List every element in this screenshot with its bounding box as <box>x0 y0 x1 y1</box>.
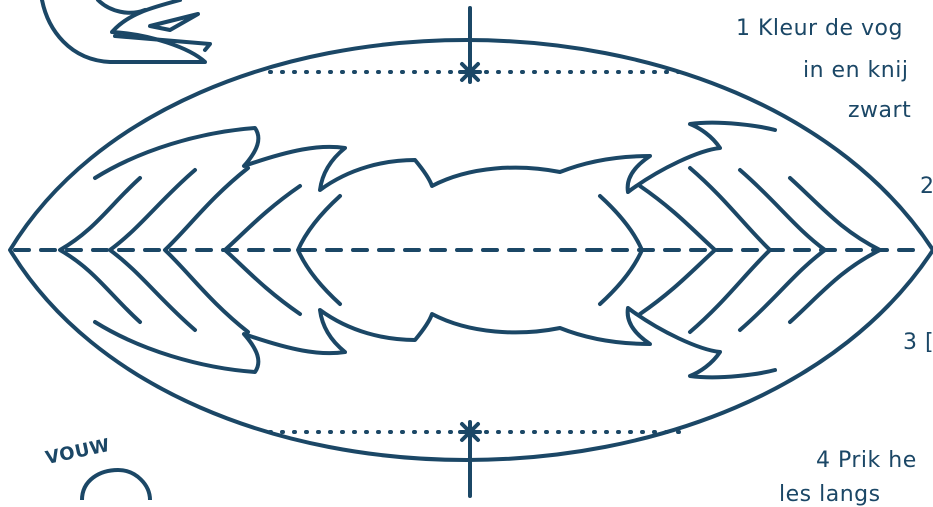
step-3-label: 3 [ <box>903 330 933 355</box>
step-4-line-2: les langs <box>779 482 881 507</box>
step-4-line-1: 4 Prik he <box>816 448 917 473</box>
bird-icon <box>42 0 210 62</box>
step-1-line-1: 1 Kleur de vog <box>736 16 903 41</box>
inner-cut-top <box>95 123 775 192</box>
step-1-line-3: zwart <box>848 98 911 123</box>
step-2-label: 2 <box>920 174 933 199</box>
right-chevron-cuts <box>600 168 880 332</box>
inner-cut-bottom <box>95 308 775 377</box>
top-star-marker <box>460 62 480 82</box>
bottom-star-marker <box>460 422 480 442</box>
fold-hint-shape <box>82 470 150 500</box>
step-1-line-2: in en knij <box>803 58 908 83</box>
